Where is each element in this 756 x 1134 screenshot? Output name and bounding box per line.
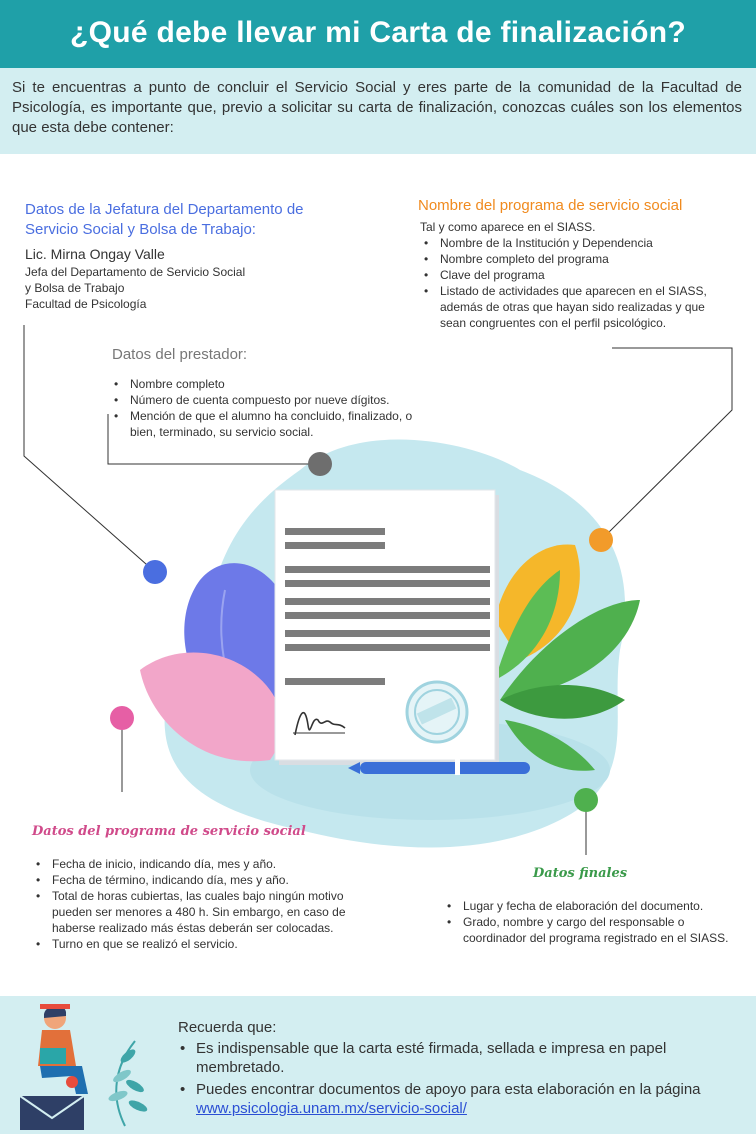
leaf-green-4 xyxy=(505,720,595,771)
programa-nombre-lead: Tal y como aparece en el SIASS. xyxy=(420,220,596,234)
seal-band xyxy=(416,697,457,725)
connector-prestador xyxy=(107,414,320,465)
list-item: Nombre completo xyxy=(110,376,460,392)
list-item: Total de horas cubiertas, las cuales baj… xyxy=(32,888,382,936)
finales-list: Lugar y fecha de elaboración del documen… xyxy=(443,898,743,946)
prestador-block: Nombre completo Número de cuenta compues… xyxy=(110,376,460,440)
plant-leaf xyxy=(128,1100,148,1112)
programa-nombre-block: Tal y como aparece en el SIASS. Nombre d… xyxy=(420,219,730,331)
person-legs xyxy=(40,1066,88,1094)
programa-datos-list: Fecha de inicio, indicando día, mes y añ… xyxy=(32,856,382,952)
leaf-green-2 xyxy=(500,685,625,719)
programa-nombre-list: Nombre de la Institución y Dependencia N… xyxy=(420,235,730,331)
programa-datos-heading: Datos del programa de servicio social xyxy=(32,824,306,839)
list-item: Turno en que se realizó el servicio. xyxy=(32,936,382,952)
doc-line xyxy=(285,630,490,637)
jefatura-heading: Datos de la Jefatura del Departamento de… xyxy=(25,201,304,238)
dot-green xyxy=(574,788,598,812)
list-item: Lugar y fecha de elaboración del documen… xyxy=(443,898,743,914)
jefatura-role-line: Facultad de Psicología xyxy=(25,297,147,311)
doc-line xyxy=(285,678,385,685)
list-item: Clave del programa xyxy=(420,267,730,283)
pen-tip xyxy=(348,762,360,774)
list-item: Fecha de inicio, indicando día, mes y añ… xyxy=(32,856,382,872)
doc-line xyxy=(285,612,490,619)
leaf-green-1 xyxy=(500,600,640,700)
page-title: ¿Qué debe llevar mi Carta de finalizació… xyxy=(69,16,687,49)
doc-line xyxy=(285,528,385,535)
person-with-laptop-illustration xyxy=(19,1004,148,1130)
jefatura-role-line: Jefa del Departamento de Servicio Social xyxy=(25,265,246,279)
doc-line xyxy=(285,644,490,651)
signature xyxy=(294,711,346,736)
intro-text: Si te encuentras a punto de concluir el … xyxy=(12,79,742,136)
prestador-list: Nombre completo Número de cuenta compues… xyxy=(110,376,460,440)
list-item: Nombre de la Institución y Dependencia xyxy=(420,235,730,251)
list-item: Puedes encontrar documentos de apoyo par… xyxy=(178,1080,748,1118)
jefatura-role-line: y Bolsa de Trabajo xyxy=(25,281,125,295)
reminder-heading: Recuerda que: xyxy=(178,1019,277,1036)
intro-panel: Si te encuentras a punto de concluir el … xyxy=(0,68,756,154)
finales-heading: Datos finales xyxy=(533,866,628,881)
programa-nombre-heading: Nombre del programa de servicio social xyxy=(418,197,683,214)
list-item: Mención de que el alumno ha concluido, f… xyxy=(110,408,420,440)
dot-gray xyxy=(308,452,332,476)
dot-blue xyxy=(143,560,167,584)
reminder-list: Es indispensable que la carta esté firma… xyxy=(178,1039,748,1118)
list-item: Número de cuenta compuesto por nueve díg… xyxy=(110,392,460,408)
plant-leaf xyxy=(113,1069,131,1083)
psicologia-link[interactable]: www.psicologia.unam.mx/servicio-social/ xyxy=(196,1100,467,1117)
programa-datos-block: Fecha de inicio, indicando día, mes y añ… xyxy=(32,856,382,952)
reminder-item2-text: Puedes encontrar documentos de apoyo par… xyxy=(196,1081,701,1098)
jefatura-role: Jefa del Departamento de Servicio Social… xyxy=(25,264,325,312)
list-item: Fecha de término, indicando día, mes y a… xyxy=(32,872,382,888)
list-item: Grado, nombre y cargo del responsable o … xyxy=(443,914,743,946)
list-item: Nombre completo del programa xyxy=(420,251,730,267)
connector-programa xyxy=(600,347,733,541)
list-item: Listado de actividades que aparecen en e… xyxy=(420,283,730,331)
dot-pink xyxy=(110,706,134,730)
finales-block: Lugar y fecha de elaboración del documen… xyxy=(443,898,743,946)
check-icon xyxy=(66,1076,78,1088)
plant-leaf xyxy=(108,1090,128,1102)
prestador-heading: Datos del prestador: xyxy=(112,346,248,363)
doc-line xyxy=(285,598,490,605)
plant-leaf xyxy=(126,1079,144,1093)
pen xyxy=(360,762,530,774)
connector-jefatura xyxy=(23,325,156,573)
envelope-flap xyxy=(19,1095,85,1120)
reminder-block: Recuerda que: Es indispensable que la ca… xyxy=(178,1018,748,1121)
envelope xyxy=(20,1096,84,1130)
dot-orange xyxy=(589,528,613,552)
pen-clip xyxy=(455,755,460,775)
jefatura-name: Lic. Mirna Ongay Valle xyxy=(25,246,165,262)
leaf-pink xyxy=(140,652,282,762)
doc-line xyxy=(285,566,490,573)
title-banner: ¿Qué debe llevar mi Carta de finalizació… xyxy=(0,0,756,68)
person-headset xyxy=(40,1004,70,1009)
leaf-green-3 xyxy=(495,570,560,680)
plant-leaf xyxy=(120,1049,136,1063)
doc-line xyxy=(285,580,490,587)
laptop xyxy=(40,1048,66,1064)
seal-inner xyxy=(414,689,460,735)
list-item: Es indispensable que la carta esté firma… xyxy=(178,1039,748,1077)
doc-line xyxy=(285,542,385,549)
